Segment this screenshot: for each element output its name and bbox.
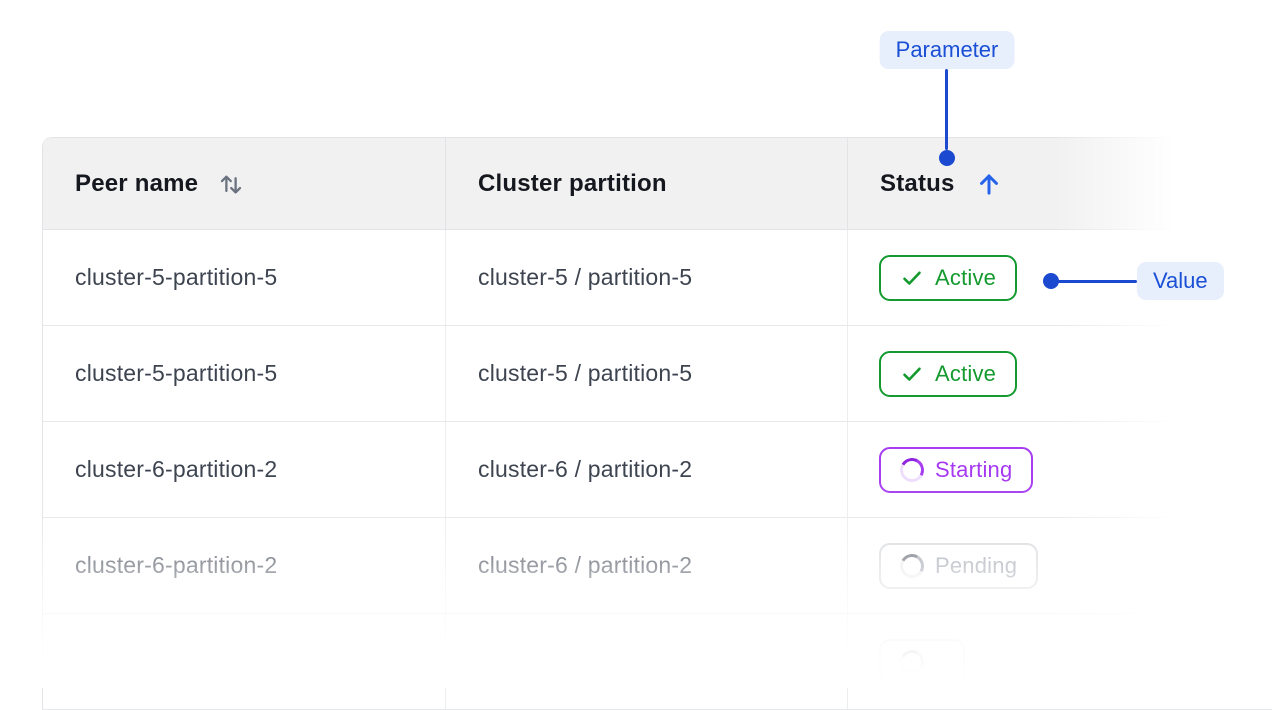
peer-name-cell: cluster-5-partition-5 <box>43 230 446 325</box>
status-badge <box>879 638 965 685</box>
column-header-label: Status <box>880 169 955 197</box>
status-cell: Pending <box>848 518 1272 613</box>
table-row: cluster-6-partition-2 cluster-6 / partit… <box>43 422 1272 518</box>
status-badge: Starting <box>879 446 1034 493</box>
status-cell: Active <box>848 326 1272 421</box>
table-body: cluster-5-partition-5 cluster-5 / partit… <box>43 230 1272 710</box>
table-row: cluster-5-partition-5 cluster-5 / partit… <box>43 326 1272 422</box>
status-cell: Starting <box>848 422 1272 517</box>
sort-ascending-icon[interactable] <box>973 168 1005 200</box>
status-badge: Active <box>879 254 1018 301</box>
cluster-partition-cell <box>446 614 848 709</box>
column-header-peer-name[interactable]: Peer name <box>43 138 446 229</box>
table-row <box>43 614 1272 710</box>
status-label: Active <box>935 360 997 386</box>
status-badge: Pending <box>879 542 1039 589</box>
column-header-label: Cluster partition <box>478 169 667 197</box>
status-label: Starting <box>935 456 1013 482</box>
peer-name-cell <box>43 614 446 709</box>
parameter-callout-badge: Parameter <box>879 31 1015 69</box>
cluster-partition-cell: cluster-6 / partition-2 <box>446 422 848 517</box>
table-header-row: Peer name Cluster partition Status <box>43 138 1272 230</box>
spinner-icon <box>897 646 927 677</box>
peer-name-cell: cluster-5-partition-5 <box>43 326 446 421</box>
status-label: Pending <box>935 552 1018 578</box>
status-label: Active <box>935 264 997 290</box>
parameter-connector-dot <box>939 150 955 166</box>
column-header-cluster-partition[interactable]: Cluster partition <box>446 138 848 229</box>
cluster-partition-cell: cluster-5 / partition-5 <box>446 230 848 325</box>
spinner-icon <box>897 550 927 581</box>
check-icon <box>900 362 924 386</box>
status-badge: Active <box>879 350 1018 397</box>
parameter-connector-line <box>945 69 948 150</box>
spinner-icon <box>897 454 927 485</box>
value-connector-line <box>1057 280 1137 283</box>
status-cell: Active <box>848 230 1272 325</box>
cluster-partition-cell: cluster-6 / partition-2 <box>446 518 848 613</box>
sort-both-icon[interactable] <box>216 169 246 199</box>
peers-table: Peer name Cluster partition Status <box>42 137 1272 710</box>
peer-name-cell: cluster-6-partition-2 <box>43 422 446 517</box>
cluster-partition-cell: cluster-5 / partition-5 <box>446 326 848 421</box>
column-header-label: Peer name <box>75 169 199 197</box>
table-row: cluster-6-partition-2 cluster-6 / partit… <box>43 518 1272 614</box>
status-cell <box>848 614 1272 709</box>
check-icon <box>900 266 924 290</box>
peer-name-cell: cluster-6-partition-2 <box>43 518 446 613</box>
table-row: cluster-5-partition-5 cluster-5 / partit… <box>43 230 1272 326</box>
column-header-status[interactable]: Status <box>848 138 1272 229</box>
value-callout-badge: Value <box>1137 262 1224 300</box>
